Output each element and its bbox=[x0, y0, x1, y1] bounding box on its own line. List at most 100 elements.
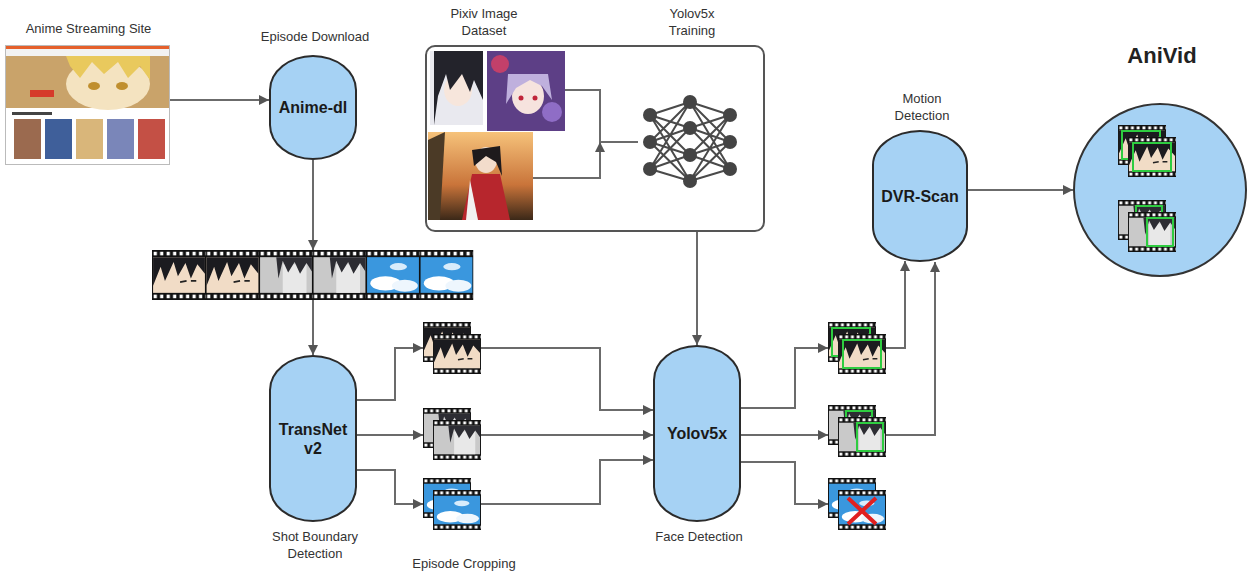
wire bbox=[410, 434, 423, 436]
film-frame bbox=[1128, 137, 1176, 177]
episode-film-strip bbox=[152, 250, 474, 300]
network-unit bbox=[683, 174, 697, 188]
rejected-clip bbox=[828, 478, 886, 530]
face-box bbox=[1133, 143, 1171, 171]
banner-hair bbox=[66, 56, 150, 80]
flow-arrow bbox=[696, 232, 698, 345]
nav-bar bbox=[5, 49, 170, 56]
image-hair bbox=[434, 51, 483, 125]
flow-arrow bbox=[170, 99, 269, 101]
face-box bbox=[843, 340, 881, 368]
film-frame bbox=[433, 490, 481, 530]
output-title: AniVid bbox=[1092, 43, 1232, 69]
reject-cross bbox=[848, 498, 876, 524]
wire bbox=[354, 348, 423, 400]
image-flower bbox=[542, 102, 562, 122]
process-label: Anime-dl bbox=[275, 98, 351, 117]
dataset-clip bbox=[1118, 200, 1176, 252]
wire bbox=[741, 348, 828, 408]
dataset-panel: Pixiv Image DatasetYolov5x Training bbox=[425, 45, 765, 232]
detected-clip bbox=[828, 405, 886, 457]
wire bbox=[481, 348, 653, 410]
stage-caption: Episode Cropping bbox=[412, 555, 515, 572]
flow-arrow bbox=[968, 189, 1073, 191]
step-caption: Face Detection bbox=[654, 528, 744, 545]
wire bbox=[354, 470, 423, 504]
network-unit bbox=[723, 135, 737, 149]
process-capsule: TransNet v2Shot Boundary Detection bbox=[269, 355, 357, 522]
section-bar bbox=[12, 112, 52, 115]
process-capsule: Yolov5xFace Detection bbox=[653, 345, 741, 522]
network-unit bbox=[643, 162, 657, 176]
website-screenshot bbox=[5, 45, 170, 165]
film-frame bbox=[420, 250, 474, 300]
film-frame bbox=[838, 490, 886, 530]
network-unit bbox=[643, 135, 657, 149]
process-label: TransNet v2 bbox=[271, 420, 355, 458]
process-label: DVR-Scan bbox=[877, 187, 962, 206]
network-unit bbox=[723, 162, 737, 176]
film-frame bbox=[433, 334, 481, 374]
image-hair bbox=[506, 74, 552, 104]
output-circle: AniVid bbox=[1073, 103, 1247, 277]
image-flower bbox=[491, 55, 509, 73]
network-unit bbox=[643, 108, 657, 122]
banner-eye bbox=[88, 82, 100, 90]
detected-clip bbox=[828, 322, 886, 374]
shot-clip bbox=[423, 408, 481, 460]
film-frame bbox=[152, 250, 206, 300]
process-label: Yolov5x bbox=[663, 424, 731, 443]
shot-clip bbox=[423, 478, 481, 530]
dataset-image bbox=[487, 51, 565, 131]
wire-group bbox=[313, 236, 905, 504]
neural-network-icon bbox=[643, 95, 737, 188]
image-hair bbox=[472, 146, 502, 176]
poster bbox=[14, 119, 41, 159]
network-unit bbox=[683, 148, 697, 162]
face-box bbox=[857, 423, 883, 451]
process-capsule: Motion DetectionDVR-Scan bbox=[872, 130, 968, 262]
screenshot-frame: Anime Streaming Site bbox=[5, 45, 170, 165]
film-frame bbox=[206, 250, 260, 300]
wire bbox=[312, 236, 314, 250]
network-link bbox=[650, 102, 730, 181]
film-frame bbox=[366, 250, 420, 300]
dataset-image bbox=[428, 132, 533, 220]
film-frame bbox=[313, 250, 367, 300]
page-ground bbox=[5, 45, 170, 165]
step-caption: Motion Detection bbox=[877, 90, 967, 124]
wire bbox=[815, 434, 828, 436]
image-tree bbox=[428, 132, 445, 220]
step-caption: Anime Streaming Site bbox=[4, 20, 174, 37]
image-sleeve bbox=[466, 180, 478, 220]
image-eye bbox=[533, 96, 538, 101]
image-dress bbox=[462, 174, 510, 220]
process-capsule: Episode DownloadAnime-dl bbox=[269, 55, 357, 160]
film-frame bbox=[433, 420, 481, 460]
wire bbox=[741, 462, 828, 504]
banner-eye bbox=[116, 82, 128, 90]
wire bbox=[481, 460, 653, 504]
poster bbox=[45, 119, 72, 159]
poster bbox=[138, 119, 165, 159]
output-circle-fill bbox=[1074, 104, 1246, 276]
poster bbox=[76, 119, 103, 159]
dataset-clip bbox=[1118, 125, 1176, 177]
film-frame bbox=[838, 417, 886, 457]
step-caption: Shot Boundary Detection bbox=[260, 528, 370, 562]
film-frame bbox=[838, 334, 886, 374]
network-unit bbox=[723, 108, 737, 122]
network-unit bbox=[683, 95, 697, 109]
step-caption: Yolov5x Training bbox=[647, 5, 737, 39]
step-caption: Episode Download bbox=[240, 28, 390, 45]
dataset-images bbox=[428, 51, 565, 220]
film-frame bbox=[1128, 212, 1176, 252]
image-eye bbox=[519, 96, 524, 101]
network-unit bbox=[683, 121, 697, 135]
dataset-image bbox=[430, 51, 483, 125]
step-caption: Pixiv Image Dataset bbox=[439, 5, 529, 39]
flow-arrow bbox=[357, 434, 653, 436]
